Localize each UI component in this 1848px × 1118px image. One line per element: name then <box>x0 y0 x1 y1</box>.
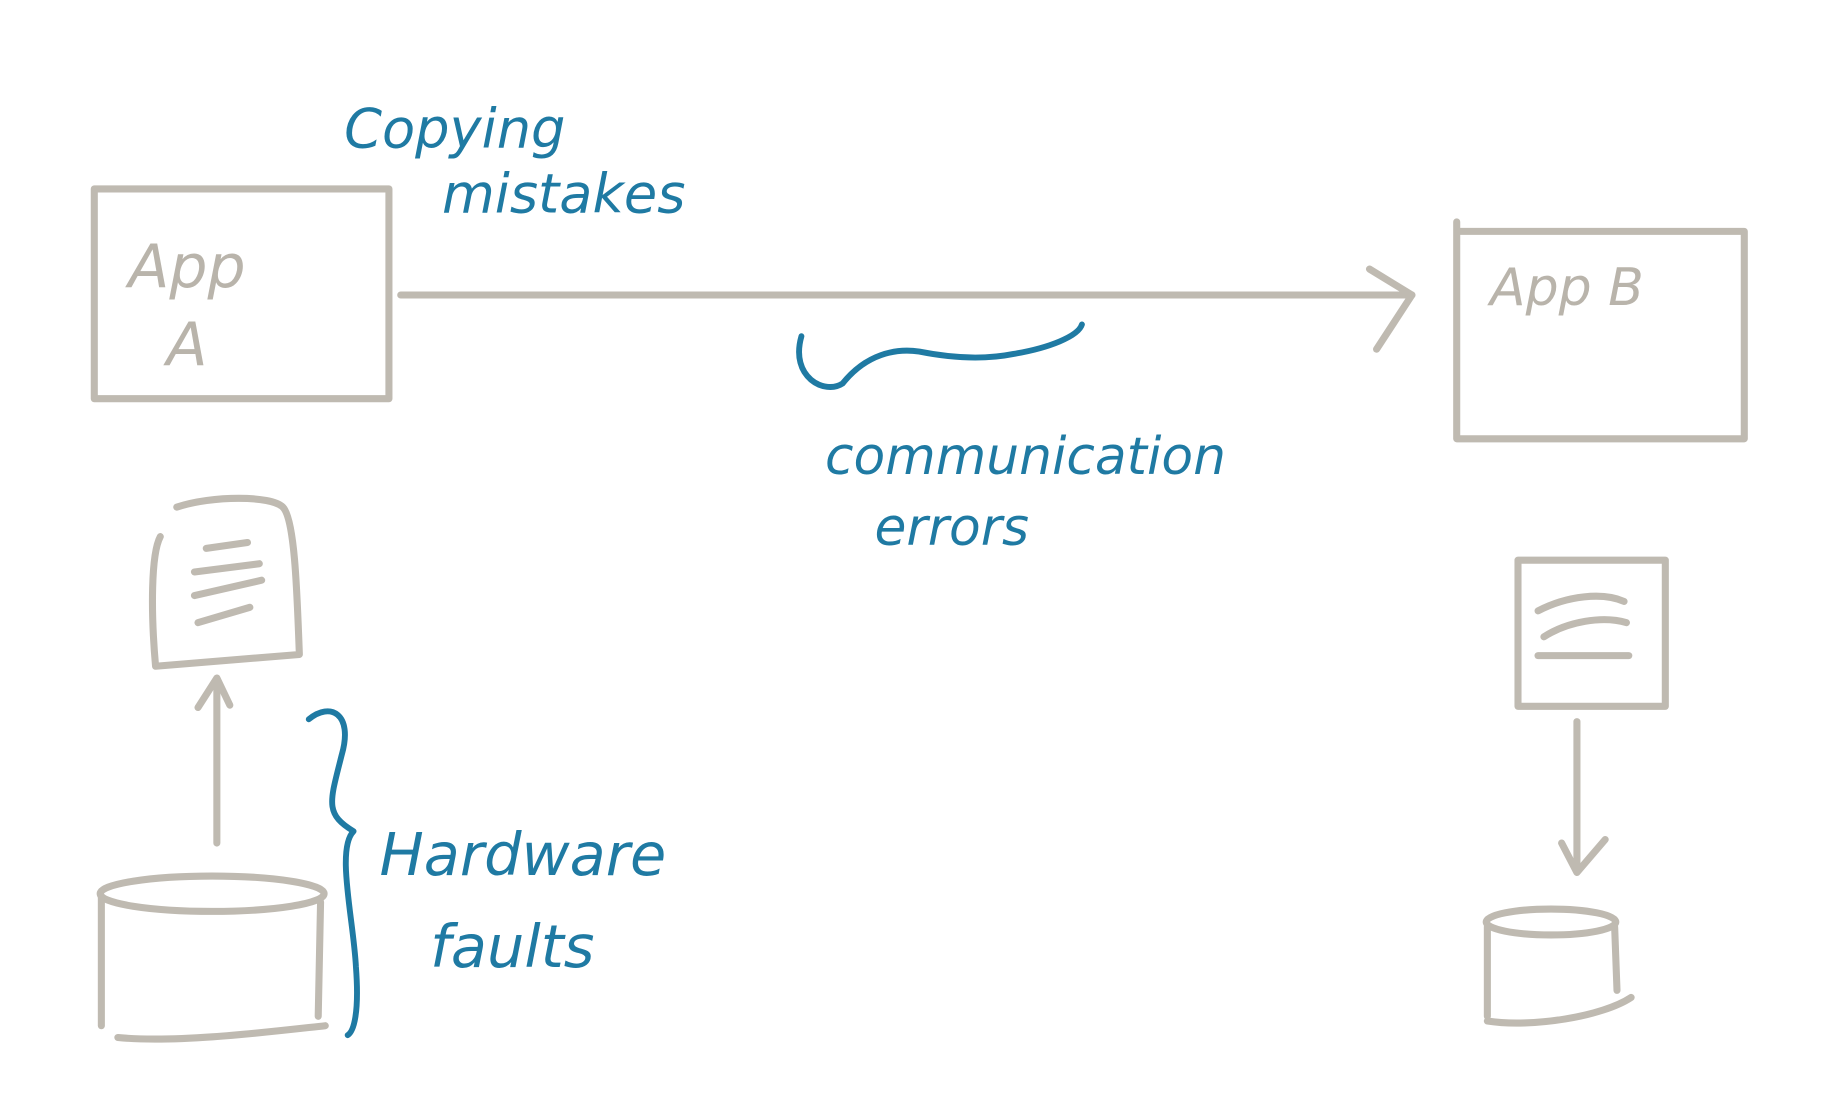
app-a-label: App A <box>128 232 246 380</box>
app-b-box <box>1453 218 1748 443</box>
communication-label: communication <box>825 427 1226 487</box>
copying-mistakes-annotation: Copying mistakes <box>344 98 685 226</box>
document-icon-left <box>148 494 303 670</box>
errors-label: errors <box>875 498 1030 558</box>
database-icon-right <box>1482 905 1635 1027</box>
curly-brace <box>305 708 360 1039</box>
hardware-label: Hardware <box>380 820 667 889</box>
copying-label: Copying <box>344 98 565 161</box>
svg-text:Copying mistakes: Copying mistakes <box>344 98 685 226</box>
arrow-up-left <box>194 674 234 847</box>
app-a-box <box>90 185 393 403</box>
svg-text:Hardware faults: Hardware faults <box>380 820 685 981</box>
app-b-label: App B <box>1490 258 1644 318</box>
communication-errors-annotation: communication errors <box>796 321 1242 558</box>
faults-label: faults <box>430 912 594 981</box>
svg-text:communication errors: communication errors <box>825 427 1242 558</box>
document-icon-right <box>1514 556 1669 710</box>
database-icon-left <box>96 872 329 1043</box>
arrow-a-to-b <box>397 265 1416 353</box>
hardware-faults-annotation: Hardware faults <box>305 708 685 1039</box>
mistakes-label: mistakes <box>442 163 686 226</box>
arrow-down-right <box>1558 718 1609 877</box>
squiggle-brace <box>796 321 1085 390</box>
